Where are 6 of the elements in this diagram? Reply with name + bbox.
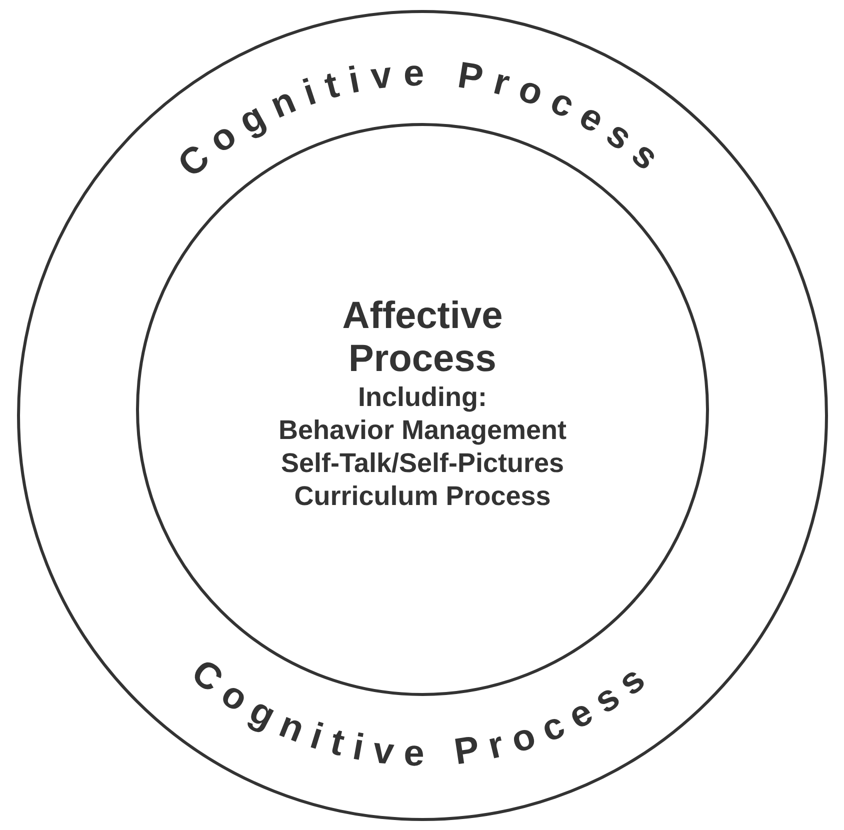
outer-circle xyxy=(17,10,828,821)
heading: Affective Process xyxy=(341,295,504,381)
list-item: Curriculum Process xyxy=(294,480,551,513)
list-item: Self-Talk/Self-Pictures xyxy=(280,447,564,480)
subheading: Including: xyxy=(358,381,487,414)
list-item: Behavior Management xyxy=(278,414,567,447)
